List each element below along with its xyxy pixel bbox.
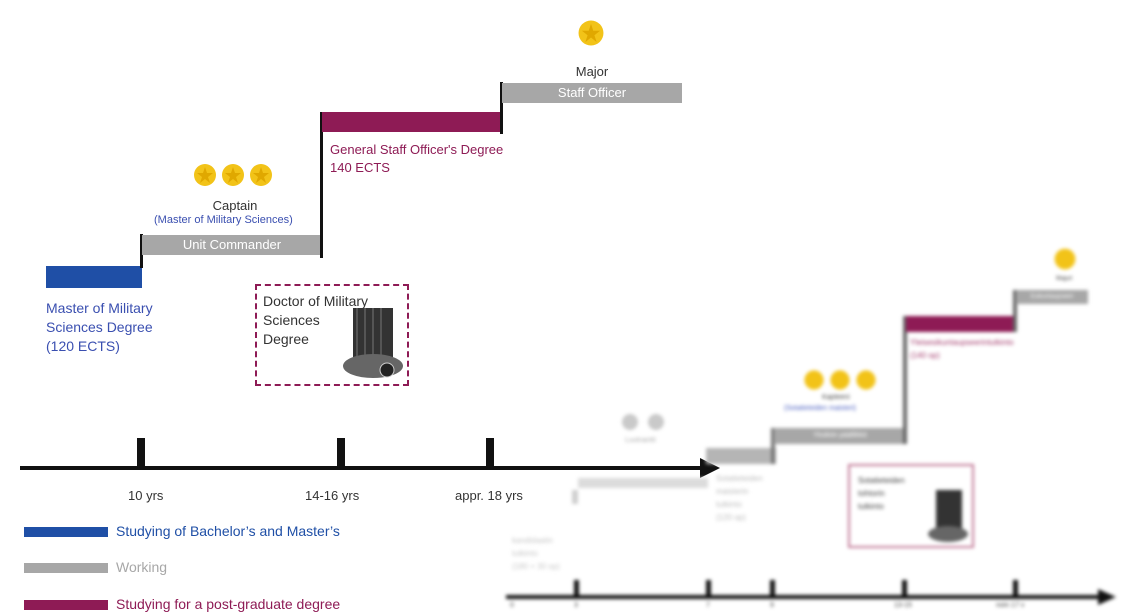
fi-majuri-label: Majuri	[1056, 276, 1073, 282]
riser-2	[320, 112, 323, 258]
fi-grey-step-2: Yksikön päällikkö	[774, 428, 906, 444]
axis-tick	[337, 438, 345, 468]
fi-tick-label: 7	[706, 602, 710, 609]
legend-swatch-grey	[24, 563, 108, 573]
riser-3	[500, 82, 503, 134]
grey-star-icon	[622, 414, 638, 430]
captain-label: Captain	[212, 198, 258, 213]
star-icon	[250, 164, 272, 186]
fi-riser-1	[771, 428, 775, 464]
tick-label-14-16yrs: 14-16 yrs	[305, 488, 360, 503]
fi-axis-tick	[1013, 580, 1018, 598]
fi-esikuntaupseeri-label: Esikuntaupseeri	[1030, 294, 1074, 300]
riser-1	[140, 234, 143, 268]
fi-tick-label: 3	[574, 602, 578, 609]
fi-tohtori-label: Sotatieteiden tohtorin tutkinto	[858, 476, 905, 511]
doctoral-hat-icon	[343, 308, 403, 378]
doctor-degree-label: Doctor of Military Sciences Degree	[263, 293, 369, 347]
fi-grey-bar-faded	[578, 478, 708, 488]
fi-yksikon-label: Yksikön päällikkö	[813, 432, 867, 439]
star-icon	[804, 370, 824, 390]
captain-sub-label: (Master of Military Sciences)	[154, 214, 293, 226]
star-icon	[194, 164, 216, 186]
axis-tick	[486, 438, 494, 468]
doctoral-hat-icon	[928, 490, 968, 542]
unit-commander-bar: Unit Commander	[142, 235, 322, 255]
star-icon	[222, 164, 244, 186]
major-label: Major	[575, 64, 609, 79]
fi-riser-2	[903, 316, 907, 444]
fi-tick-label: 13-15	[894, 602, 912, 609]
legend-studying-label: Studying of Bachelor’s and Master’s	[116, 523, 340, 539]
star-icon	[830, 370, 850, 390]
tick-label-10yrs: 10 yrs	[128, 488, 164, 503]
fi-small-riser	[572, 490, 578, 504]
staff-officer-label: Staff Officer	[557, 85, 627, 100]
legend-swatch-maroon	[24, 600, 108, 610]
general-staff-bar	[322, 112, 502, 132]
fi-axis-tick	[574, 580, 579, 598]
unit-commander-label: Unit Commander	[182, 237, 282, 252]
legend-swatch-blue	[24, 527, 108, 537]
fi-tick-label: 0	[510, 602, 514, 609]
staff-officer-bar: Staff Officer	[502, 83, 682, 103]
fi-kapteeni-sub: (Sotatieteiden maisteri)	[784, 405, 856, 412]
grey-star-icon	[648, 414, 664, 430]
fi-maisteri-label: Sotatieteiden maisterin tutkinto (120 op…	[716, 474, 763, 522]
fi-axis-tick	[706, 580, 711, 598]
axis-tick	[137, 438, 145, 468]
fi-grey-step-1	[706, 448, 776, 464]
fi-axis-tick	[902, 580, 907, 598]
fi-riser-3	[1013, 290, 1017, 332]
fi-kapteeni-label: Kapteeni	[822, 394, 850, 401]
master-studies-bar	[46, 266, 142, 288]
star-icon	[1054, 248, 1076, 270]
master-degree-label: Master of Military Sciences Degree (120 …	[46, 300, 153, 354]
fi-kandidaatti-label: kandidaatin tutkinto (180 + 30 op)	[512, 536, 560, 571]
fi-luutnantti-label: Luutnantti	[625, 437, 656, 444]
fi-maroon-step	[906, 316, 1016, 332]
star-icon	[856, 370, 876, 390]
fi-tick-label: noin 17 v	[996, 602, 1025, 609]
tick-label-18yrs: appr. 18 yrs	[455, 488, 523, 503]
general-staff-label: General Staff Officer's Degree 140 ECTS	[330, 142, 504, 175]
english-time-axis	[20, 458, 720, 478]
fi-tohtori-box: Sotatieteiden tohtorin tutkinto	[848, 464, 974, 548]
legend-working-label: Working	[116, 559, 168, 575]
fi-tick-label: 9	[770, 602, 774, 609]
finnish-time-axis	[506, 589, 1116, 605]
star-icon	[578, 20, 604, 46]
doctor-degree-box: Doctor of Military Sciences Degree	[255, 284, 409, 386]
fi-grey-step-3: Esikuntaupseeri	[1016, 290, 1088, 304]
fi-yleisesikunta-label: Yleisesikuntaupseerintutkinto (140 op)	[910, 338, 1014, 360]
fi-axis-tick	[770, 580, 775, 598]
legend-postgrad-label: Studying for a post-graduate degree	[116, 596, 341, 612]
